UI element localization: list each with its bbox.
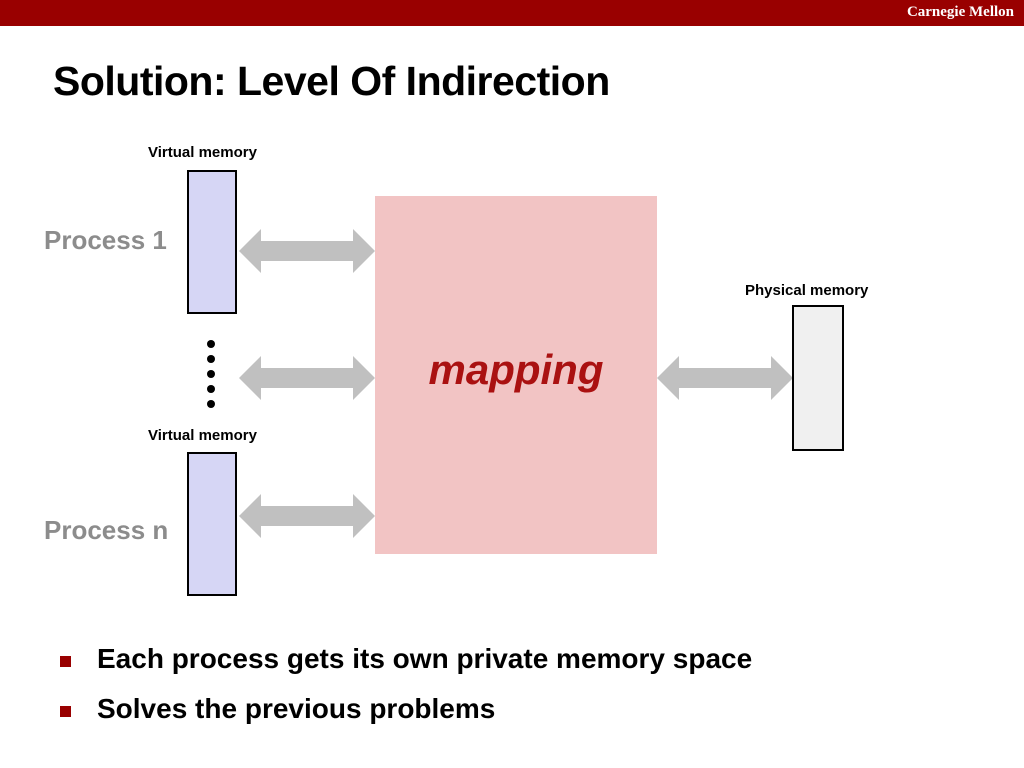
brand-name: Carnegie Mellon — [906, 4, 1014, 20]
double-arrow-middle — [239, 356, 375, 400]
list-item: Solves the previous problems — [60, 693, 960, 743]
physical-memory-box — [792, 305, 844, 451]
virtual-memory-bottom-label: Virtual memory — [148, 427, 257, 444]
double-arrow-process-1 — [239, 229, 375, 273]
list-item: Each process gets its own private memory… — [60, 643, 960, 693]
square-bullet-icon — [60, 706, 71, 717]
ellipsis-dots — [207, 340, 219, 415]
double-arrow-physical — [657, 356, 793, 400]
virtual-memory-box-process-1 — [187, 170, 237, 314]
double-arrow-process-n — [239, 494, 375, 538]
bullet-list: Each process gets its own private memory… — [60, 643, 960, 743]
mapping-label: mapping — [428, 346, 604, 393]
bullet-text: Each process gets its own private memory… — [97, 643, 753, 674]
mapping-block: mapping — [375, 196, 657, 554]
physical-memory-label: Physical memory — [745, 282, 869, 299]
bullet-text: Solves the previous problems — [97, 693, 496, 724]
process-1-label: Process 1 — [44, 225, 167, 255]
slide-title: Solution: Level Of Indirection — [53, 58, 610, 104]
header-bar: Carnegie Mellon — [0, 0, 1024, 26]
virtual-memory-box-process-n — [187, 452, 237, 596]
virtual-memory-top-label: Virtual memory — [148, 144, 257, 161]
process-n-label: Process n — [44, 515, 169, 545]
square-bullet-icon — [60, 656, 71, 667]
